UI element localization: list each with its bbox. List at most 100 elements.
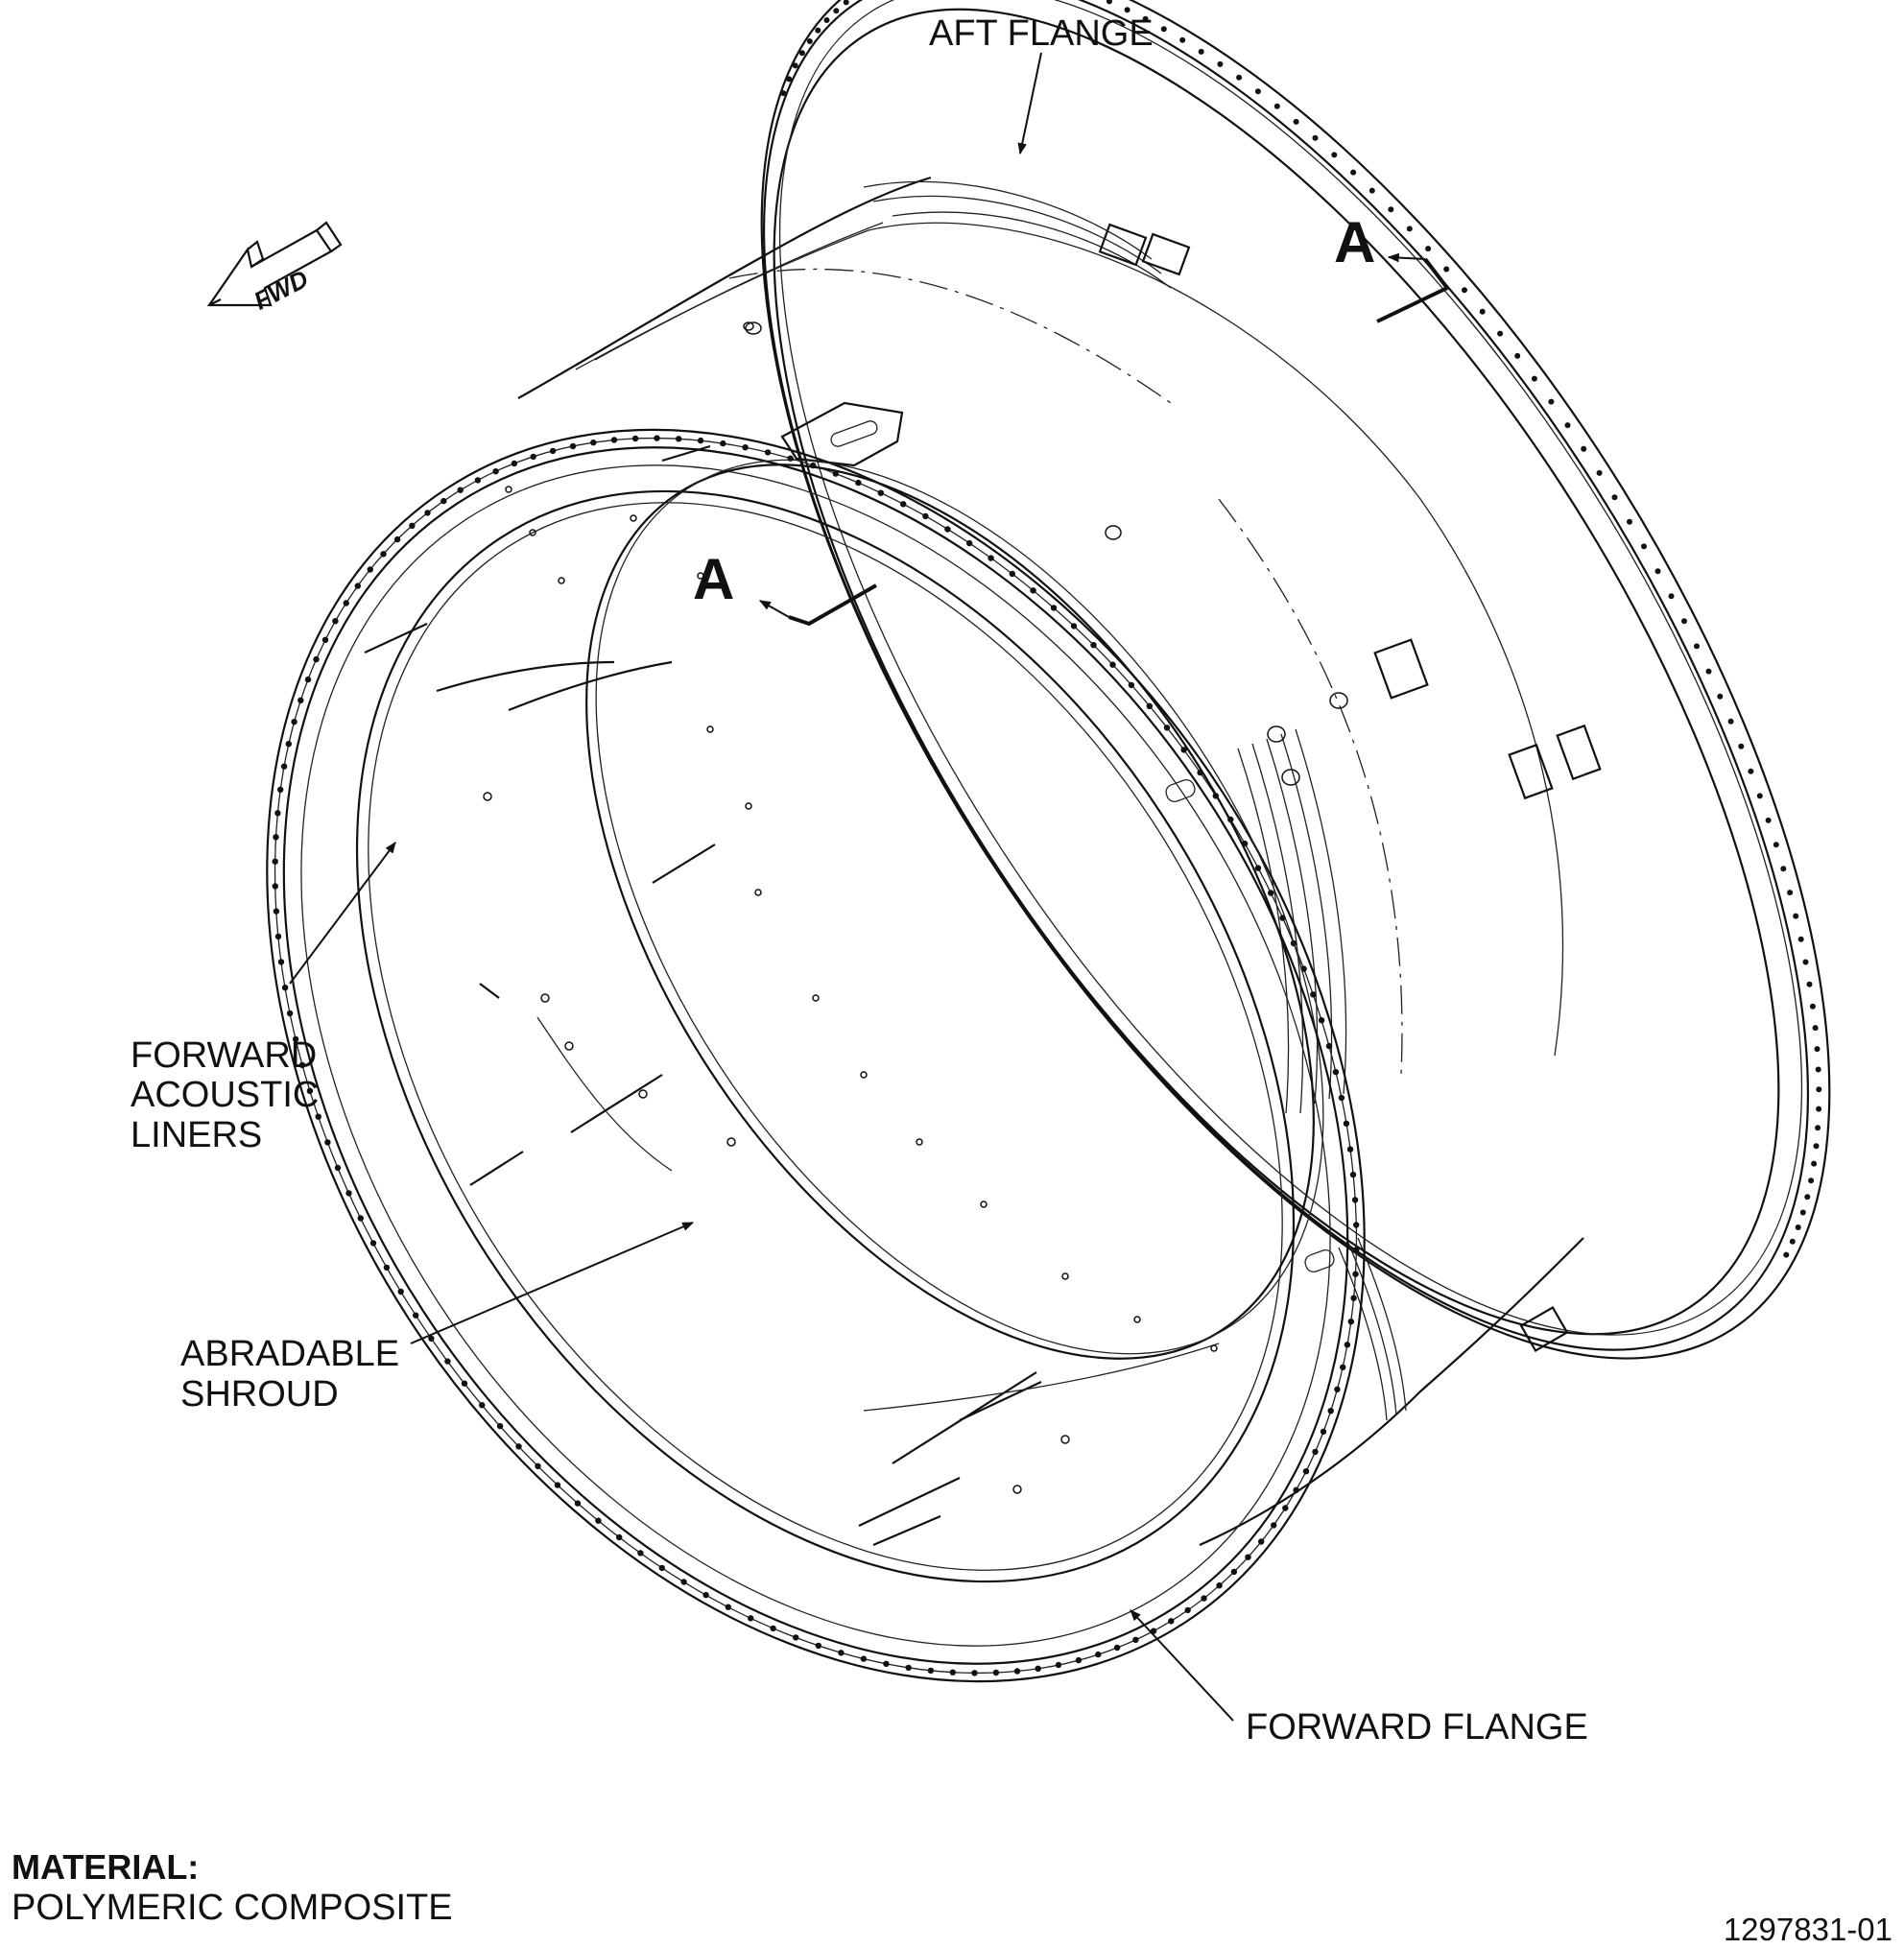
bolt-hole xyxy=(1180,747,1187,753)
bolt-hole xyxy=(1789,1238,1796,1245)
bolt-hole xyxy=(1783,1251,1790,1258)
bolt-hole xyxy=(369,1240,377,1247)
bolt-hole xyxy=(272,858,278,865)
section-label-inner: A xyxy=(693,547,734,611)
bolt-hole xyxy=(298,1061,306,1069)
leader-forward-flange xyxy=(1130,1609,1234,1722)
bolt-hole xyxy=(1163,725,1171,731)
bolt-hole xyxy=(511,460,518,467)
bolt-hole xyxy=(610,437,618,443)
bolt-hole xyxy=(1815,1066,1821,1073)
bolt-hole xyxy=(1095,1651,1102,1658)
bolt-hole xyxy=(1787,890,1794,896)
bolt-hole xyxy=(1349,1171,1357,1178)
bolt-hole xyxy=(1343,1120,1350,1128)
bolt-hole xyxy=(292,1035,299,1043)
bolt-hole xyxy=(780,90,787,97)
bolt-hole xyxy=(397,1288,404,1295)
section-label-top: A xyxy=(1334,210,1375,274)
bolt-hole xyxy=(1340,1364,1346,1371)
bolt-hole xyxy=(1106,0,1112,5)
bolt-hole xyxy=(1748,768,1754,774)
bolt-hole xyxy=(1806,981,1813,987)
bolt-hole xyxy=(1773,842,1779,848)
bolt-hole xyxy=(1694,643,1700,650)
bolt-hole xyxy=(413,1312,419,1319)
bolt-hole xyxy=(1013,1668,1021,1675)
aft-flange-label: AFT FLANGE xyxy=(929,13,1154,54)
bolt-hole xyxy=(1351,1197,1359,1203)
bolt-hole xyxy=(590,440,597,446)
bolt-hole xyxy=(474,477,482,484)
bolt-hole xyxy=(905,1664,912,1672)
bolt-hole xyxy=(680,1579,687,1585)
bolt-hole xyxy=(313,655,320,663)
bolt-hole xyxy=(1142,15,1149,22)
bolt-hole xyxy=(806,38,813,44)
bolt-hole xyxy=(949,1669,956,1676)
bolt-hole xyxy=(631,435,639,442)
inner-liner xyxy=(355,444,1324,1583)
fwd-direction-arrow: FWD xyxy=(206,221,343,316)
bolt-hole xyxy=(574,1500,582,1507)
bolt-hole xyxy=(971,1670,978,1676)
bolt-hole xyxy=(1312,134,1319,141)
bolt-hole xyxy=(1254,865,1262,871)
bolt-hole xyxy=(1282,1505,1289,1511)
bolt-hole xyxy=(1325,1042,1333,1050)
bolt-hole xyxy=(1353,1222,1360,1228)
bolt-hole xyxy=(357,1215,364,1222)
bolt-hole xyxy=(815,1642,821,1650)
bolt-hole xyxy=(966,539,973,547)
bolt-hole xyxy=(1808,1177,1815,1184)
bolt-hole xyxy=(1346,1146,1354,1153)
bolt-hole xyxy=(843,0,849,6)
bolt-hole xyxy=(1332,1068,1340,1076)
bolt-hole xyxy=(1312,1448,1319,1456)
forward-acoustic-liners-label: FORWARD ACOUSTIC LINERS xyxy=(131,1035,319,1155)
bolt-hole xyxy=(1331,152,1338,158)
bolt-hole xyxy=(702,1591,709,1599)
bolt-hole xyxy=(1756,793,1763,799)
bolt-hole xyxy=(1271,1522,1277,1529)
bolt-hole xyxy=(1344,1342,1351,1348)
bolt-hole xyxy=(764,449,772,456)
bolt-hole xyxy=(274,933,282,940)
bolt-hole xyxy=(291,719,298,725)
bolt-hole xyxy=(367,566,373,573)
bolt-hole xyxy=(992,1669,1000,1676)
bolt-hole xyxy=(823,17,830,23)
forward-acoustic-liners-line2: ACOUSTIC xyxy=(131,1075,319,1115)
bolt-hole xyxy=(1217,60,1224,67)
bolt-hole xyxy=(798,50,805,57)
bolt-hole xyxy=(1654,568,1661,575)
bolt-hole xyxy=(286,1010,294,1017)
forward-flange-bolt-holes xyxy=(272,435,1360,1676)
bolt-hole xyxy=(1320,1428,1327,1436)
bolt-hole xyxy=(298,697,304,703)
bolt-hole xyxy=(1201,1595,1207,1602)
bolt-hole xyxy=(457,487,464,493)
bolt-hole xyxy=(1815,1125,1821,1131)
bolt-hole xyxy=(569,442,577,450)
bolt-hole xyxy=(479,1402,486,1409)
bolt-hole xyxy=(1160,26,1167,33)
bolt-hole xyxy=(281,985,289,991)
bolt-hole xyxy=(786,76,793,83)
bolt-hole xyxy=(815,27,821,34)
bolt-hole xyxy=(1273,103,1280,109)
bolt-hole xyxy=(535,1462,541,1470)
leader-abradable-shroud xyxy=(410,1222,695,1344)
bolt-hole xyxy=(860,1655,868,1662)
bolt-hole xyxy=(1050,605,1058,611)
casing-body xyxy=(517,0,1831,1547)
bolt-hole xyxy=(383,1264,391,1272)
bolt-hole xyxy=(1425,246,1432,252)
bolt-hole xyxy=(345,1190,352,1197)
bolt-hole xyxy=(1353,1247,1360,1253)
bolt-hole xyxy=(1030,587,1036,594)
bolt-hole xyxy=(1179,36,1186,43)
bolt-hole xyxy=(1334,1386,1341,1393)
bolt-hole xyxy=(332,618,339,625)
